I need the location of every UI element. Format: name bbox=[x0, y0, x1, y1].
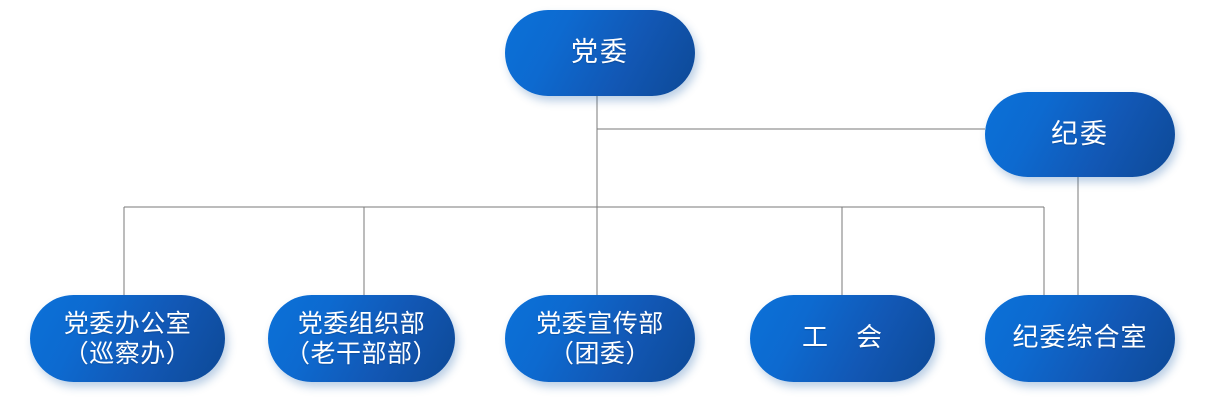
node-label: 纪委 bbox=[1051, 118, 1109, 150]
node-labor-union[interactable]: 工 会 bbox=[750, 295, 935, 382]
node-label: 工 会 bbox=[801, 323, 883, 354]
node-label: 党委组织部 （老干部部） bbox=[284, 309, 438, 368]
node-discipline-commission[interactable]: 纪委 bbox=[985, 92, 1175, 177]
node-propaganda-department[interactable]: 党委宣传部 （团委） bbox=[505, 295, 695, 382]
node-label: 纪委综合室 bbox=[1012, 323, 1148, 354]
node-organization-department[interactable]: 党委组织部 （老干部部） bbox=[268, 295, 455, 382]
node-discipline-general-office[interactable]: 纪委综合室 bbox=[985, 295, 1175, 382]
node-party-committee[interactable]: 党委 bbox=[505, 10, 695, 96]
node-label: 党委 bbox=[571, 37, 629, 69]
node-party-committee-office[interactable]: 党委办公室 （巡察办） bbox=[30, 295, 225, 382]
node-label: 党委办公室 （巡察办） bbox=[63, 309, 192, 368]
node-label: 党委宣传部 （团委） bbox=[536, 309, 664, 368]
